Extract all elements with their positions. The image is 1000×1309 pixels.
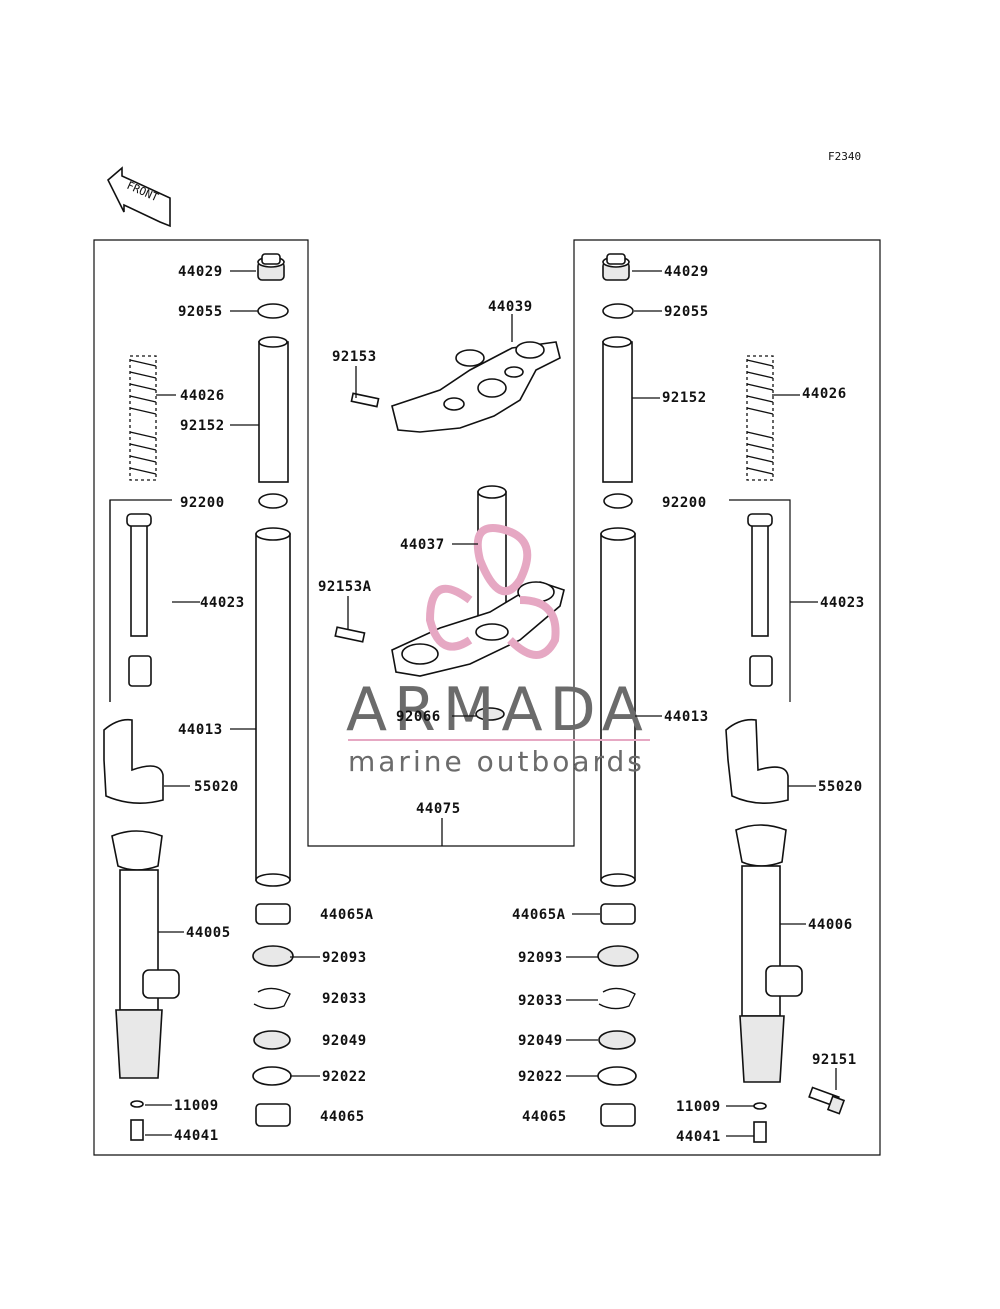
label-upper-bolt: 92153	[332, 349, 377, 365]
watermark-brand: ARMADA	[346, 675, 650, 745]
label-left-oil-seal: 92093	[322, 950, 367, 966]
label-left-dust-seal: 92049	[322, 1033, 367, 1049]
right-axle-bolt	[808, 1086, 846, 1115]
label-left-cap: 44029	[178, 264, 223, 280]
label-left-circlip: 92033	[322, 991, 367, 1007]
right-fork-spring	[746, 355, 774, 481]
steering-stem-nut	[475, 707, 505, 721]
label-right-washer2: 92022	[518, 1069, 563, 1085]
left-fork-guard	[103, 718, 164, 804]
label-left-bushing: 44065	[320, 1109, 365, 1125]
left-fork-cap	[257, 253, 285, 281]
watermark-tagline: marine outboards	[348, 745, 645, 778]
right-circlip	[598, 987, 636, 1010]
left-oil-seal	[252, 945, 294, 967]
left-outer-tube	[111, 830, 180, 1079]
label-right-dust-seal: 92049	[518, 1033, 563, 1049]
left-inner-tube	[255, 527, 291, 887]
label-right-circlip: 92033	[518, 993, 563, 1009]
left-bushing	[255, 1103, 291, 1127]
label-right-washer: 92200	[662, 495, 707, 511]
right-bushing-a	[600, 903, 636, 925]
label-right-gasket: 11009	[676, 1099, 721, 1115]
left-gasket	[130, 1100, 144, 1108]
right-outer-tube	[735, 824, 803, 1083]
right-fork-pipe	[602, 336, 633, 483]
label-right-cylinder: 44023	[820, 595, 865, 611]
left-assembly-frame	[93, 239, 881, 1156]
right-inner-tube	[600, 527, 636, 887]
figure-code: F2340	[828, 150, 861, 163]
upper-bracket	[391, 341, 561, 433]
right-gasket	[753, 1102, 767, 1110]
part-labels: 44029 92055 44026 92152 92200 44023 4401…	[174, 264, 865, 1145]
label-left-washer2: 92022	[322, 1069, 367, 1085]
front-direction-arrow-icon: FRONT	[107, 166, 171, 228]
right-fork-cap	[602, 253, 630, 281]
label-right-axle-bolt: 92151	[812, 1052, 857, 1068]
leader-lines	[145, 270, 837, 1137]
left-fork-pipe	[258, 336, 289, 483]
left-o-ring	[257, 303, 289, 319]
label-left-cylinder: 44023	[200, 595, 245, 611]
lower-bracket-bolt	[334, 626, 366, 643]
label-right-guard: 55020	[818, 779, 863, 795]
label-left-bushing-a: 44065A	[320, 907, 374, 923]
right-o-ring	[602, 303, 634, 319]
label-right-bushing: 44065	[522, 1109, 567, 1125]
label-upper-bracket: 44039	[488, 299, 533, 315]
label-stem: 44037	[400, 537, 445, 553]
right-washer-92022	[597, 1066, 637, 1086]
left-bushing-a	[255, 903, 291, 925]
label-nut: 92066	[396, 709, 441, 725]
right-cylinder-bracket	[729, 499, 791, 702]
right-fork-guard	[725, 718, 789, 804]
label-right-inner-tube: 44013	[664, 709, 709, 725]
label-right-spring: 44026	[802, 386, 847, 402]
right-oil-seal	[597, 945, 639, 967]
label-left-spring: 44026	[180, 388, 225, 404]
right-washer-92200	[603, 493, 633, 509]
label-left-pipe: 92152	[180, 418, 225, 434]
left-dust-seal	[253, 1030, 291, 1050]
label-left-bolt: 44041	[174, 1128, 219, 1144]
label-right-pipe: 92152	[662, 390, 707, 406]
label-right-cap: 44029	[664, 264, 709, 280]
left-fork-spring	[129, 355, 157, 481]
label-right-outer-tube: 44006	[808, 917, 853, 933]
label-left-oring: 92055	[178, 304, 223, 320]
label-left-washer: 92200	[180, 495, 225, 511]
left-circlip	[253, 987, 291, 1010]
steering-stem	[391, 485, 565, 677]
watermark-logo: ARMADA marine outboards	[346, 524, 650, 778]
label-left-gasket: 11009	[174, 1098, 219, 1114]
right-cylinder-unit	[747, 513, 773, 687]
label-right-bolt: 44041	[676, 1129, 721, 1145]
label-lower-bolt: 92153A	[318, 579, 372, 595]
label-left-inner-tube: 44013	[178, 722, 223, 738]
upper-bracket-bolt	[350, 392, 380, 408]
right-dust-seal	[598, 1030, 636, 1050]
left-cylinder-unit	[126, 513, 152, 687]
left-bolt	[130, 1119, 144, 1141]
right-bolt	[753, 1121, 767, 1143]
label-fork-assembly: 44075	[416, 801, 461, 817]
label-left-guard: 55020	[194, 779, 239, 795]
label-right-oil-seal: 92093	[518, 950, 563, 966]
left-washer-92022	[252, 1066, 292, 1086]
right-bushing	[600, 1103, 636, 1127]
label-right-bushing-a: 44065A	[512, 907, 566, 923]
label-left-outer-tube: 44005	[186, 925, 231, 941]
left-washer-92200	[258, 493, 288, 509]
label-right-oring: 92055	[664, 304, 709, 320]
